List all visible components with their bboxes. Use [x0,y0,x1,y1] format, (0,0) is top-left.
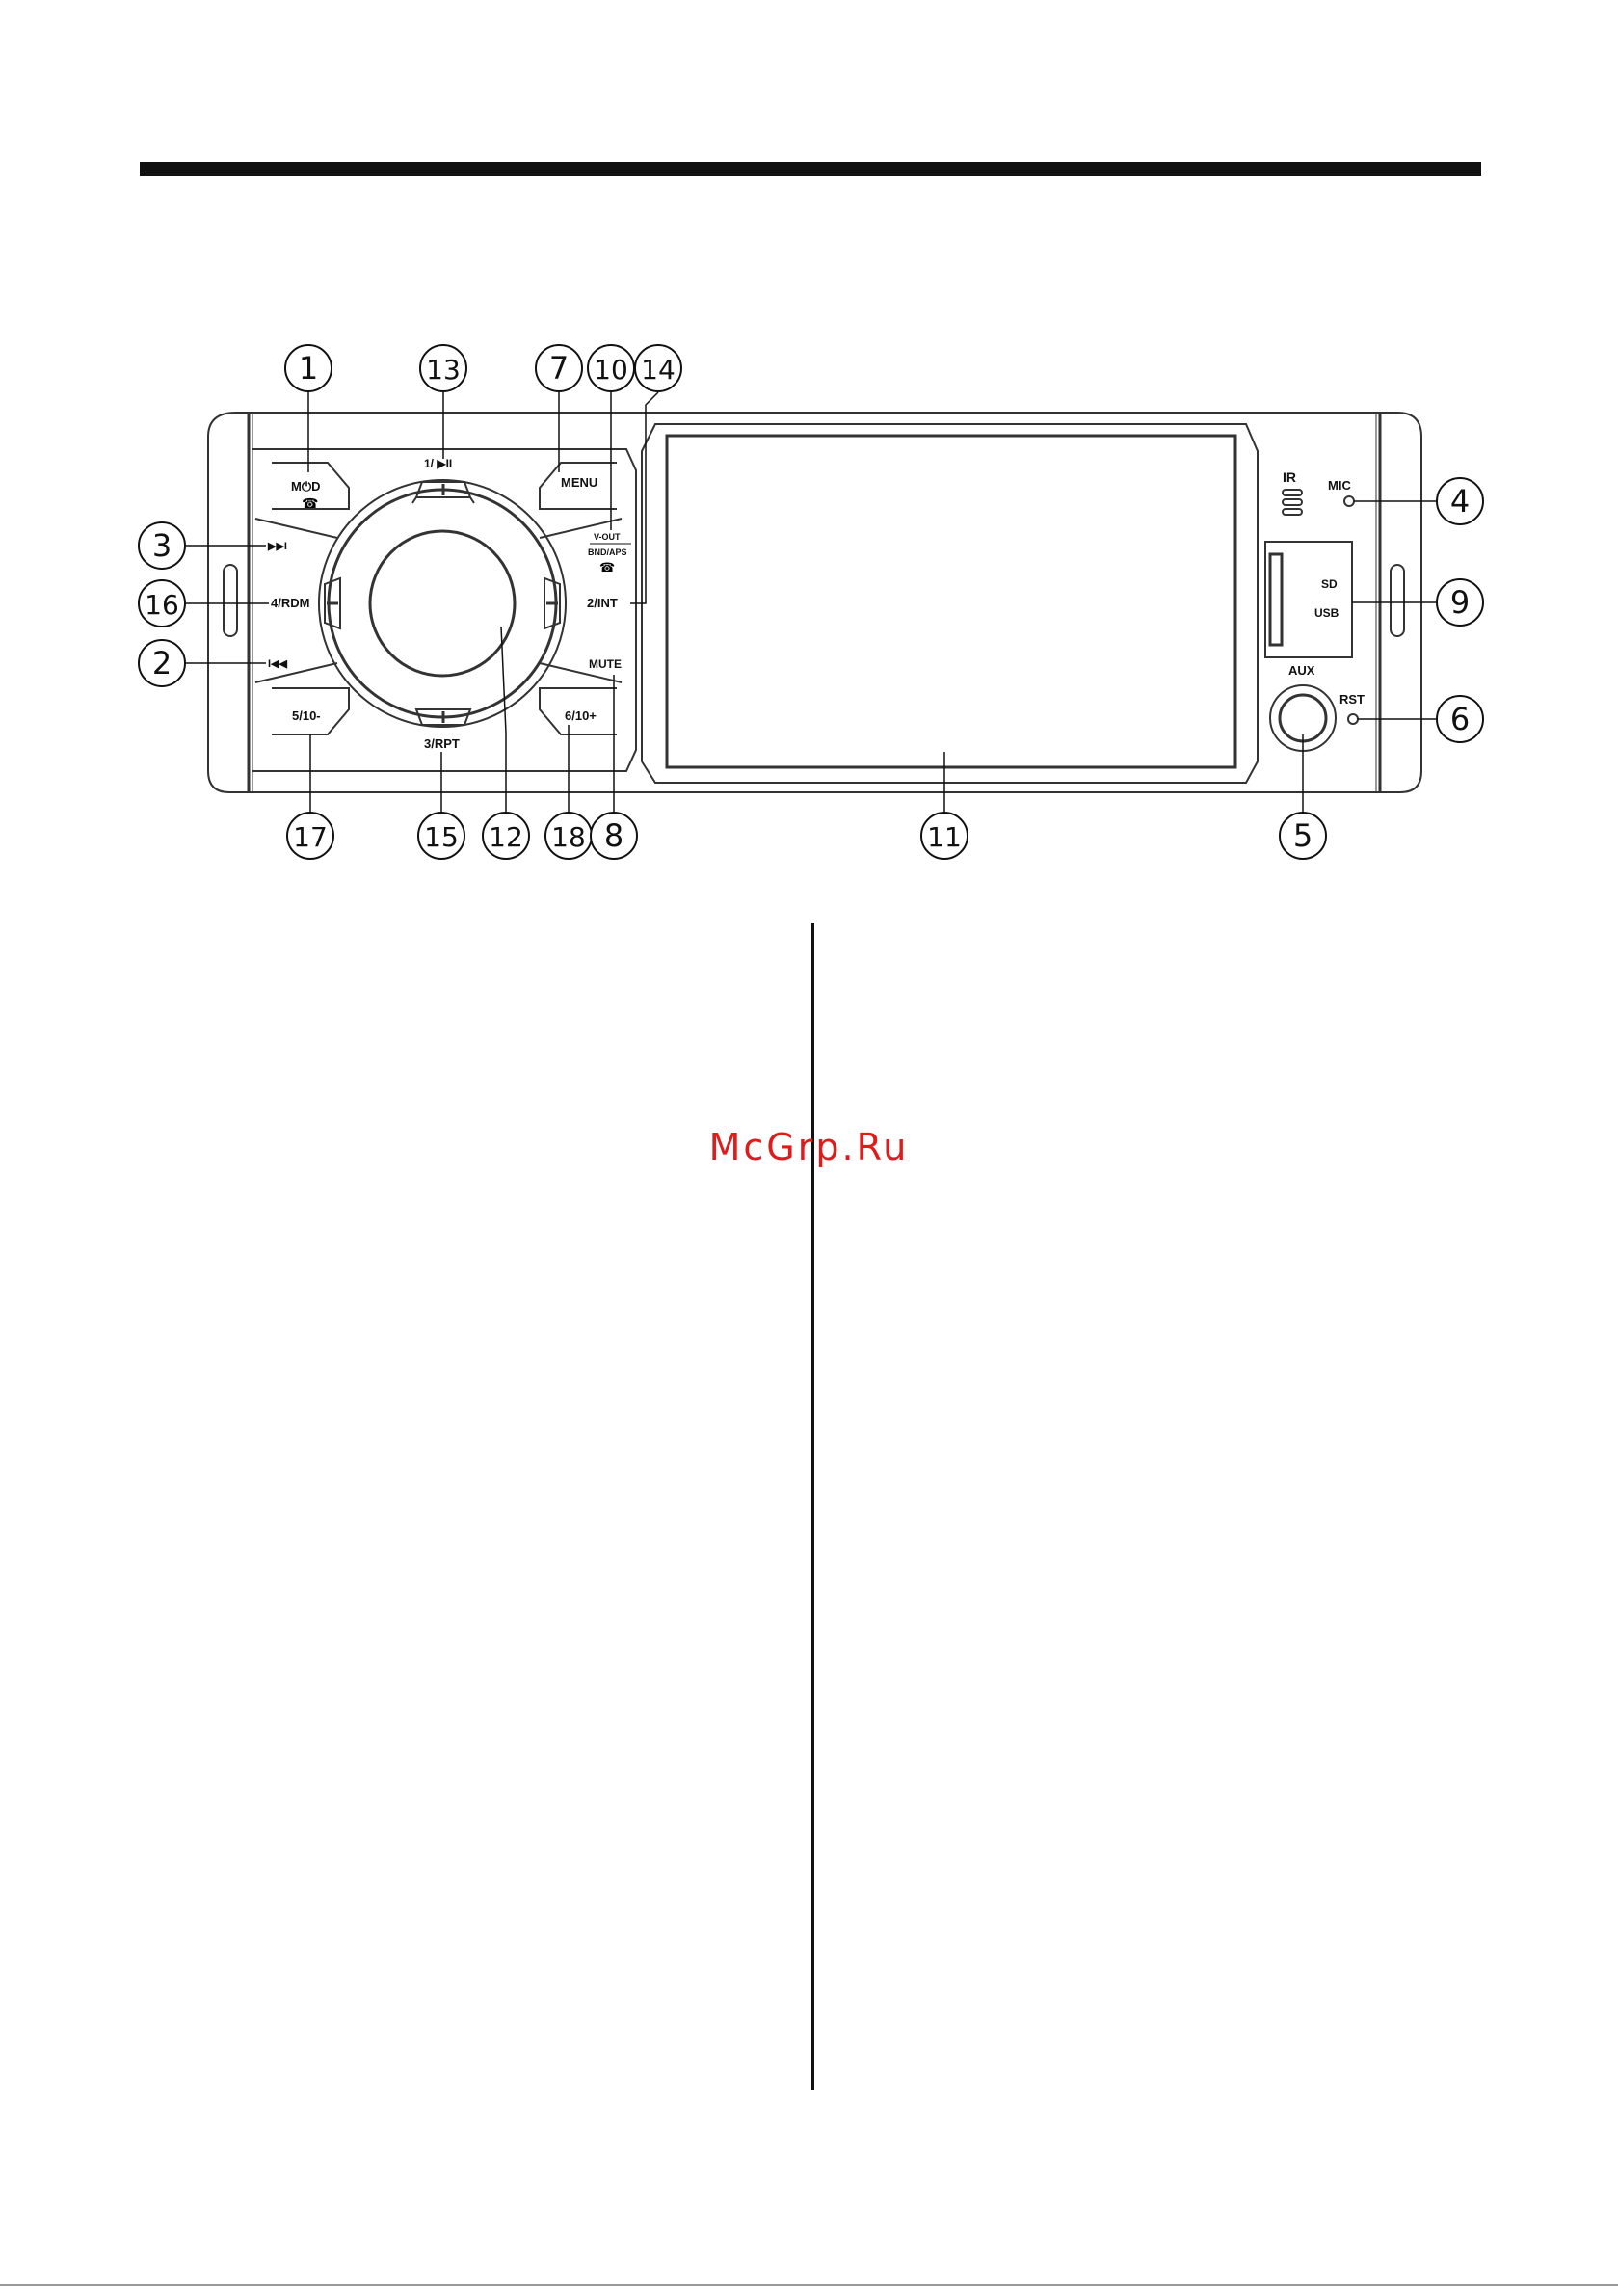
callout-number-13: 13 [426,354,461,386]
leader-12 [501,627,506,812]
mode-label: M⏻D [291,479,321,494]
callout-number-5: 5 [1293,817,1313,854]
aux-label: AUX [1288,663,1315,678]
footer-rule [0,2284,1618,2286]
callout-number-3: 3 [152,527,172,564]
screen-bezel [642,424,1258,783]
display-screen [667,436,1235,767]
callout-number-16: 16 [145,589,179,621]
callout-number-1: 1 [299,350,318,387]
plus-label: 6/10+ [565,708,597,723]
phone-answer-icon: ☎ [599,561,615,575]
knob-outer-ring [319,480,566,727]
knob-mid-ring [329,490,556,717]
front-panel-diagram: M⏻D ☎ 1/ ▶II MENU V-OUT BND/APS ☎ ▶▶I 4/… [0,0,1618,925]
watermark: McGrp.Ru [0,1126,1618,1168]
phone-hangup-icon: ☎ [302,496,318,512]
callout-number-8: 8 [604,817,623,854]
rst-hole[interactable] [1348,714,1358,724]
chassis-outline [208,413,1421,792]
leader-14 [630,392,658,603]
aux-jack-inner [1280,695,1326,741]
callout-number-11: 11 [927,821,962,853]
ir-window-2 [1283,499,1302,505]
mic-label: MIC [1328,478,1351,493]
rdm-label: 4/RDM [271,596,309,610]
vout-label: V-OUT [594,532,621,542]
callout-number-17: 17 [293,821,328,853]
sd-label: SD [1321,577,1338,591]
menu-label: MENU [561,475,597,490]
mic-hole [1344,496,1354,506]
ir-window-1 [1283,490,1302,495]
callout-number-12: 12 [489,821,523,853]
mute-label: MUTE [589,657,622,671]
volume-knob[interactable] [370,531,515,676]
play-pause-label: 1/ ▶II [424,457,452,470]
sd-card-slot [1270,554,1282,645]
next-label: ▶▶I [267,541,287,552]
callout-number-15: 15 [424,821,459,853]
callout-number-10: 10 [594,354,628,386]
rpt-label: 3/RPT [424,736,460,751]
usb-label: USB [1314,606,1339,620]
sd-usb-slot [1265,542,1352,657]
callout-number-2: 2 [152,645,172,681]
sep-left-top [255,519,337,538]
minus-label: 5/10- [292,708,321,723]
callout-number-4: 4 [1450,483,1470,520]
ir-label: IR [1283,469,1296,485]
column-divider [811,923,814,2090]
callout-number-18: 18 [551,821,586,853]
callout-number-9: 9 [1450,584,1470,621]
int-label: 2/INT [587,596,618,610]
prev-label: I◀◀ [268,658,288,670]
left-mount-slot [224,565,237,636]
callout-number-6: 6 [1450,701,1470,737]
callout-number-7: 7 [549,350,569,387]
rst-label: RST [1339,692,1365,707]
callout-number-14: 14 [641,354,676,386]
bnd-aps-label: BND/APS [588,547,627,557]
ir-window-3 [1283,509,1302,515]
right-mount-slot [1391,565,1404,636]
